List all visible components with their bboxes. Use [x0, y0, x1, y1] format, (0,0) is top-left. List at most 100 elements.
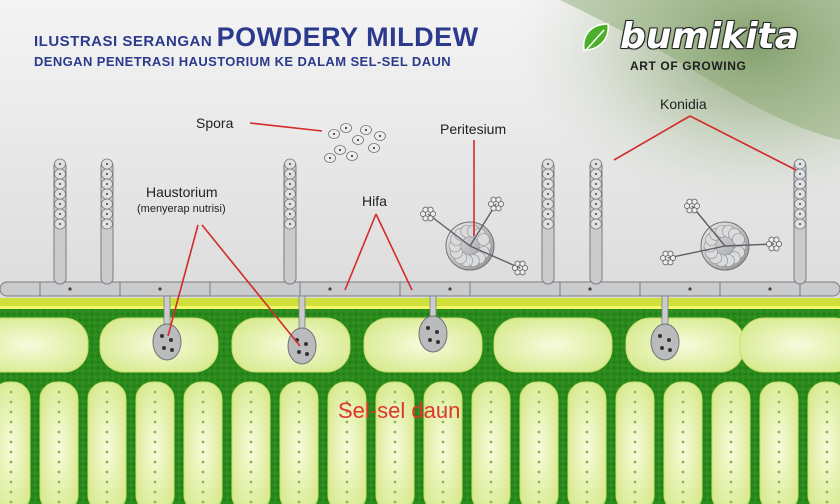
- chloroplast-dot: [633, 490, 637, 494]
- chloroplast-dot: [9, 490, 13, 494]
- title-prefix: ILUSTRASI SERANGAN: [34, 33, 213, 50]
- chloroplast-dot: [585, 440, 589, 444]
- conidium-nucleus: [106, 213, 108, 215]
- chloroplast-dot: [681, 470, 685, 474]
- chloroplast-dot: [489, 410, 493, 414]
- chloroplast-dot: [345, 480, 349, 484]
- chloroplast-dot: [9, 390, 13, 394]
- appendage-tip: [768, 236, 775, 243]
- conidium-nucleus: [799, 173, 801, 175]
- chloroplast-dot: [249, 440, 253, 444]
- conidium-nucleus: [59, 163, 61, 165]
- chloroplast-dot: [297, 420, 301, 424]
- chloroplast-dot: [57, 460, 61, 464]
- perithecium-appendage: [691, 205, 726, 247]
- haustorium-nucleus: [304, 342, 308, 346]
- chloroplast-dot: [105, 480, 109, 484]
- leaf-icon: [583, 23, 609, 51]
- spore-nucleus: [372, 146, 376, 150]
- chloroplast-dot: [681, 440, 685, 444]
- conidium-nucleus: [547, 163, 549, 165]
- chloroplast-dot: [249, 480, 253, 484]
- chloroplast-dot: [201, 480, 205, 484]
- chloroplast-dot: [537, 500, 541, 504]
- haustorium-nucleus: [160, 334, 164, 338]
- conidium-nucleus: [59, 223, 61, 225]
- appendage-tip: [487, 200, 494, 207]
- perithecia: [419, 196, 783, 276]
- label-hifa: Hifa: [362, 193, 387, 209]
- chloroplast-dot: [249, 400, 253, 404]
- chloroplast-dot: [633, 460, 637, 464]
- chloroplast-dot: [441, 430, 445, 434]
- chloroplast-dot: [297, 470, 301, 474]
- conidium-nucleus: [59, 213, 61, 215]
- chloroplast-dot: [297, 480, 301, 484]
- chloroplast-dot: [297, 440, 301, 444]
- conidium-nucleus: [595, 183, 597, 185]
- conidium-nucleus: [106, 183, 108, 185]
- perithecium-appendage: [469, 203, 497, 247]
- chloroplast-dot: [9, 410, 13, 414]
- hypha-nucleus: [688, 287, 692, 291]
- haustorium-nucleus: [170, 348, 174, 352]
- chloroplast-dot: [489, 470, 493, 474]
- conidium-nucleus: [289, 193, 291, 195]
- chloroplast-dot: [681, 450, 685, 454]
- appendage-tip: [662, 259, 669, 266]
- pointer-haustorium-a: [167, 224, 199, 337]
- conidium-nucleus: [547, 183, 549, 185]
- conidium-nucleus: [106, 223, 108, 225]
- chloroplast-dot: [393, 480, 397, 484]
- appendage-tip: [429, 210, 436, 217]
- chloroplast-dot: [297, 490, 301, 494]
- leaf-cuticle-line: [0, 306, 840, 309]
- appendage-tip: [422, 206, 429, 213]
- chloroplast-dot: [393, 460, 397, 464]
- appendage-tip: [427, 206, 434, 213]
- appendage-tip: [768, 245, 775, 252]
- chloroplast-dot: [105, 390, 109, 394]
- chloroplast-dot: [441, 400, 445, 404]
- chloroplast-dot: [777, 400, 781, 404]
- chloroplast-dot: [105, 490, 109, 494]
- chloroplast-dot: [681, 410, 685, 414]
- conidium-nucleus: [289, 213, 291, 215]
- perithecium-appendage: [427, 213, 471, 247]
- chloroplast-dot: [9, 420, 13, 424]
- chloroplast-dot: [201, 390, 205, 394]
- chloroplast-dot: [153, 480, 157, 484]
- chloroplast-dot: [825, 490, 829, 494]
- chloroplast-dot: [777, 420, 781, 424]
- hyphae: [0, 281, 840, 297]
- chloroplast-dot: [249, 460, 253, 464]
- hypha-main: [0, 281, 840, 297]
- chloroplast-dot: [681, 430, 685, 434]
- spore-nucleus: [356, 138, 360, 142]
- spore-nucleus: [364, 128, 368, 132]
- appendage-tip: [686, 198, 693, 205]
- pointer-konidia-a: [613, 115, 691, 161]
- haustorium-nucleus: [305, 352, 309, 356]
- chloroplast-dot: [729, 420, 733, 424]
- chloroplast-dot: [201, 450, 205, 454]
- appendage-tip: [495, 205, 502, 212]
- chloroplast-dot: [57, 390, 61, 394]
- pointer-spora: [249, 122, 323, 132]
- chloroplast-dot: [585, 500, 589, 504]
- label-konidia: Konidia: [660, 96, 707, 112]
- chloroplast-dot: [153, 440, 157, 444]
- appendage-tip: [691, 198, 698, 205]
- hypha-nucleus: [68, 287, 72, 291]
- chloroplast-dot: [249, 500, 253, 504]
- chloroplast-dot: [297, 390, 301, 394]
- chloroplast-dot: [537, 440, 541, 444]
- chloroplast-dot: [537, 470, 541, 474]
- chloroplast-dot: [9, 430, 13, 434]
- pointer-hifa-a: [344, 213, 377, 291]
- appendage-tip: [519, 260, 526, 267]
- chloroplast-dot: [345, 450, 349, 454]
- chloroplast-dot: [393, 450, 397, 454]
- chloroplast-dot: [681, 460, 685, 464]
